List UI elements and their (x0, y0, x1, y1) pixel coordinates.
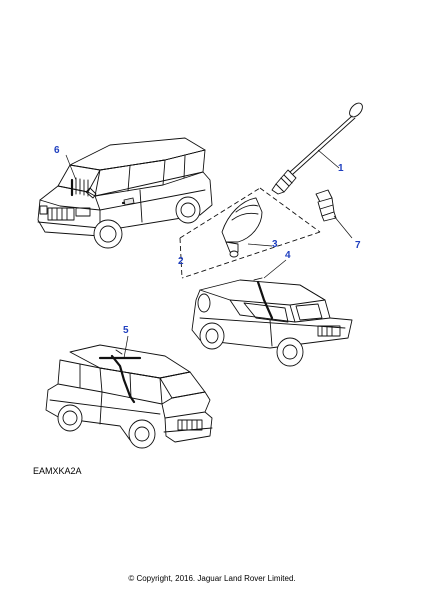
callout-3: 3 (272, 239, 278, 250)
vehicle-illustration-1 (37, 137, 213, 249)
vehicle-illustration-2 (191, 277, 353, 367)
assembly-group-box (179, 187, 321, 279)
antenna-base (221, 197, 263, 258)
callout-6: 6 (54, 145, 60, 156)
copyright-notice: © Copyright, 2016. Jaguar Land Rover Lim… (128, 574, 296, 583)
callout-4: 4 (285, 250, 291, 261)
diagram-reference-code: EAMXKA2A (33, 466, 82, 476)
retaining-clip (315, 189, 337, 222)
leader-lines (65, 149, 353, 359)
callout-7: 7 (355, 240, 361, 251)
callout-5: 5 (123, 325, 129, 336)
callout-2: 2 (178, 256, 184, 267)
callout-1: 1 (338, 163, 344, 174)
vehicle-illustration-3 (45, 344, 213, 449)
antenna-mast (271, 102, 363, 195)
